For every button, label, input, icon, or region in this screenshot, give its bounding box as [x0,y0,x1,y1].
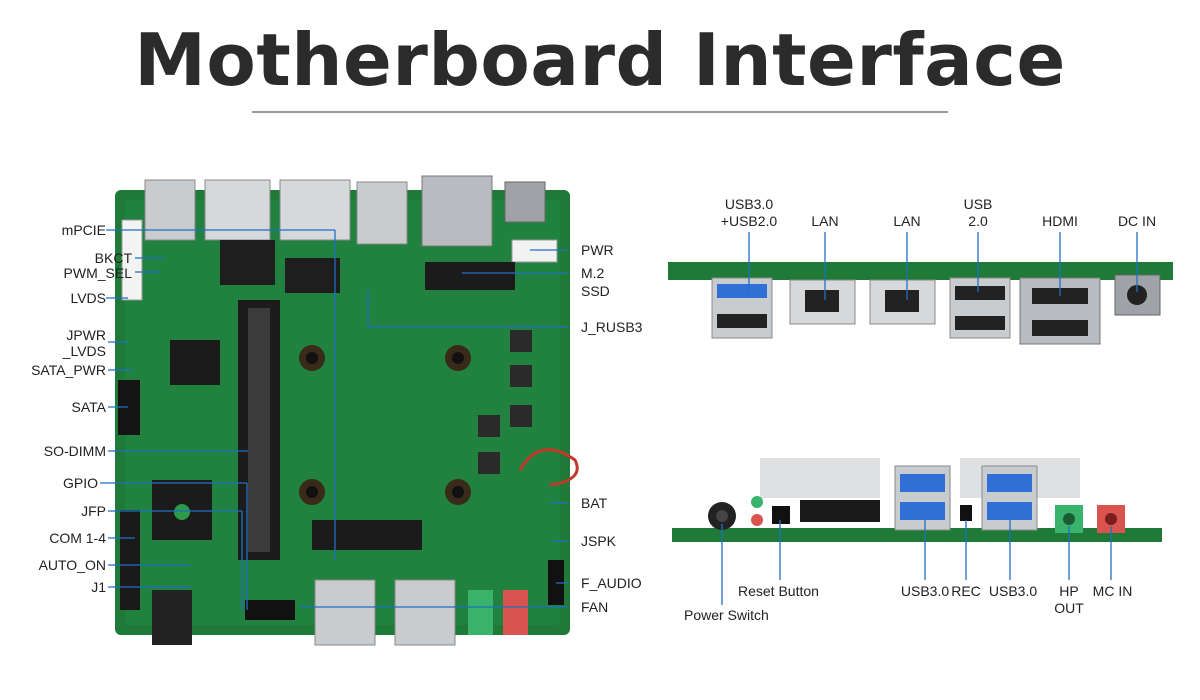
rear-io-view [668,262,1173,345]
label-j-rusb3: J_RUSB3 [581,319,643,335]
label-front-hp-1: HP [1059,583,1079,599]
label-ssd: SSD [581,283,610,299]
label-bat: BAT [581,495,608,511]
label-f-audio: F_AUDIO [581,575,642,591]
label-rear-usb2-2: 2.0 [968,213,988,229]
label-gpio: GPIO [62,475,98,491]
label-front-hp-2: OUT [1054,600,1084,616]
label-fan: FAN [581,599,609,615]
label-rear-usb2-1: USB [963,196,993,212]
label-rear-lan-1: LAN [811,213,839,229]
motherboard-top-view [115,175,579,646]
label-m2: M.2 [581,265,605,281]
board-leader-lines [100,229,568,610]
label-jpwr: JPWR [66,327,106,343]
label-mpcie: mPCIE [61,222,106,238]
label-sata-pwr: SATA_PWR [31,362,106,378]
front-leader-lines [721,520,1112,605]
label-front-usb3-b: USB3.0 [988,583,1038,599]
label-front-rec: REC [951,583,981,599]
label-power-switch: Power Switch [684,607,769,623]
label-com: COM 1-4 [49,530,106,546]
label-j1: J1 [91,579,106,595]
label-rear-usb-combo-2: +USB2.0 [720,213,778,229]
label-auto-on: AUTO_ON [38,557,106,573]
label-pwm-sel: PWM_SEL [63,265,132,281]
page-title: Motherboard Interface [134,18,1066,102]
title-divider [252,111,948,113]
label-rear-lan-2: LAN [893,213,921,229]
label-lvds: LVDS [70,290,106,306]
label-rear-hdmi: HDMI [1042,213,1078,229]
label-rear-usb-combo-1: USB3.0 [724,196,774,212]
label-rear-dc-in: DC IN [1117,213,1157,229]
label-lvds-pwr: _LVDS [62,343,106,359]
label-jspk: JSPK [581,533,617,549]
front-panel-view [672,458,1162,542]
label-jfp: JFP [81,503,106,519]
label-reset-button: Reset Button [738,583,819,599]
label-front-mic-in: MC IN [1092,583,1133,599]
label-bkct: BKCT [94,250,132,266]
label-front-usb3-a: USB3.0 [900,583,950,599]
label-pwr: PWR [581,242,614,258]
label-so-dimm: SO-DIMM [43,443,106,459]
rear-leader-lines [748,232,1138,300]
label-sata: SATA [71,399,107,415]
